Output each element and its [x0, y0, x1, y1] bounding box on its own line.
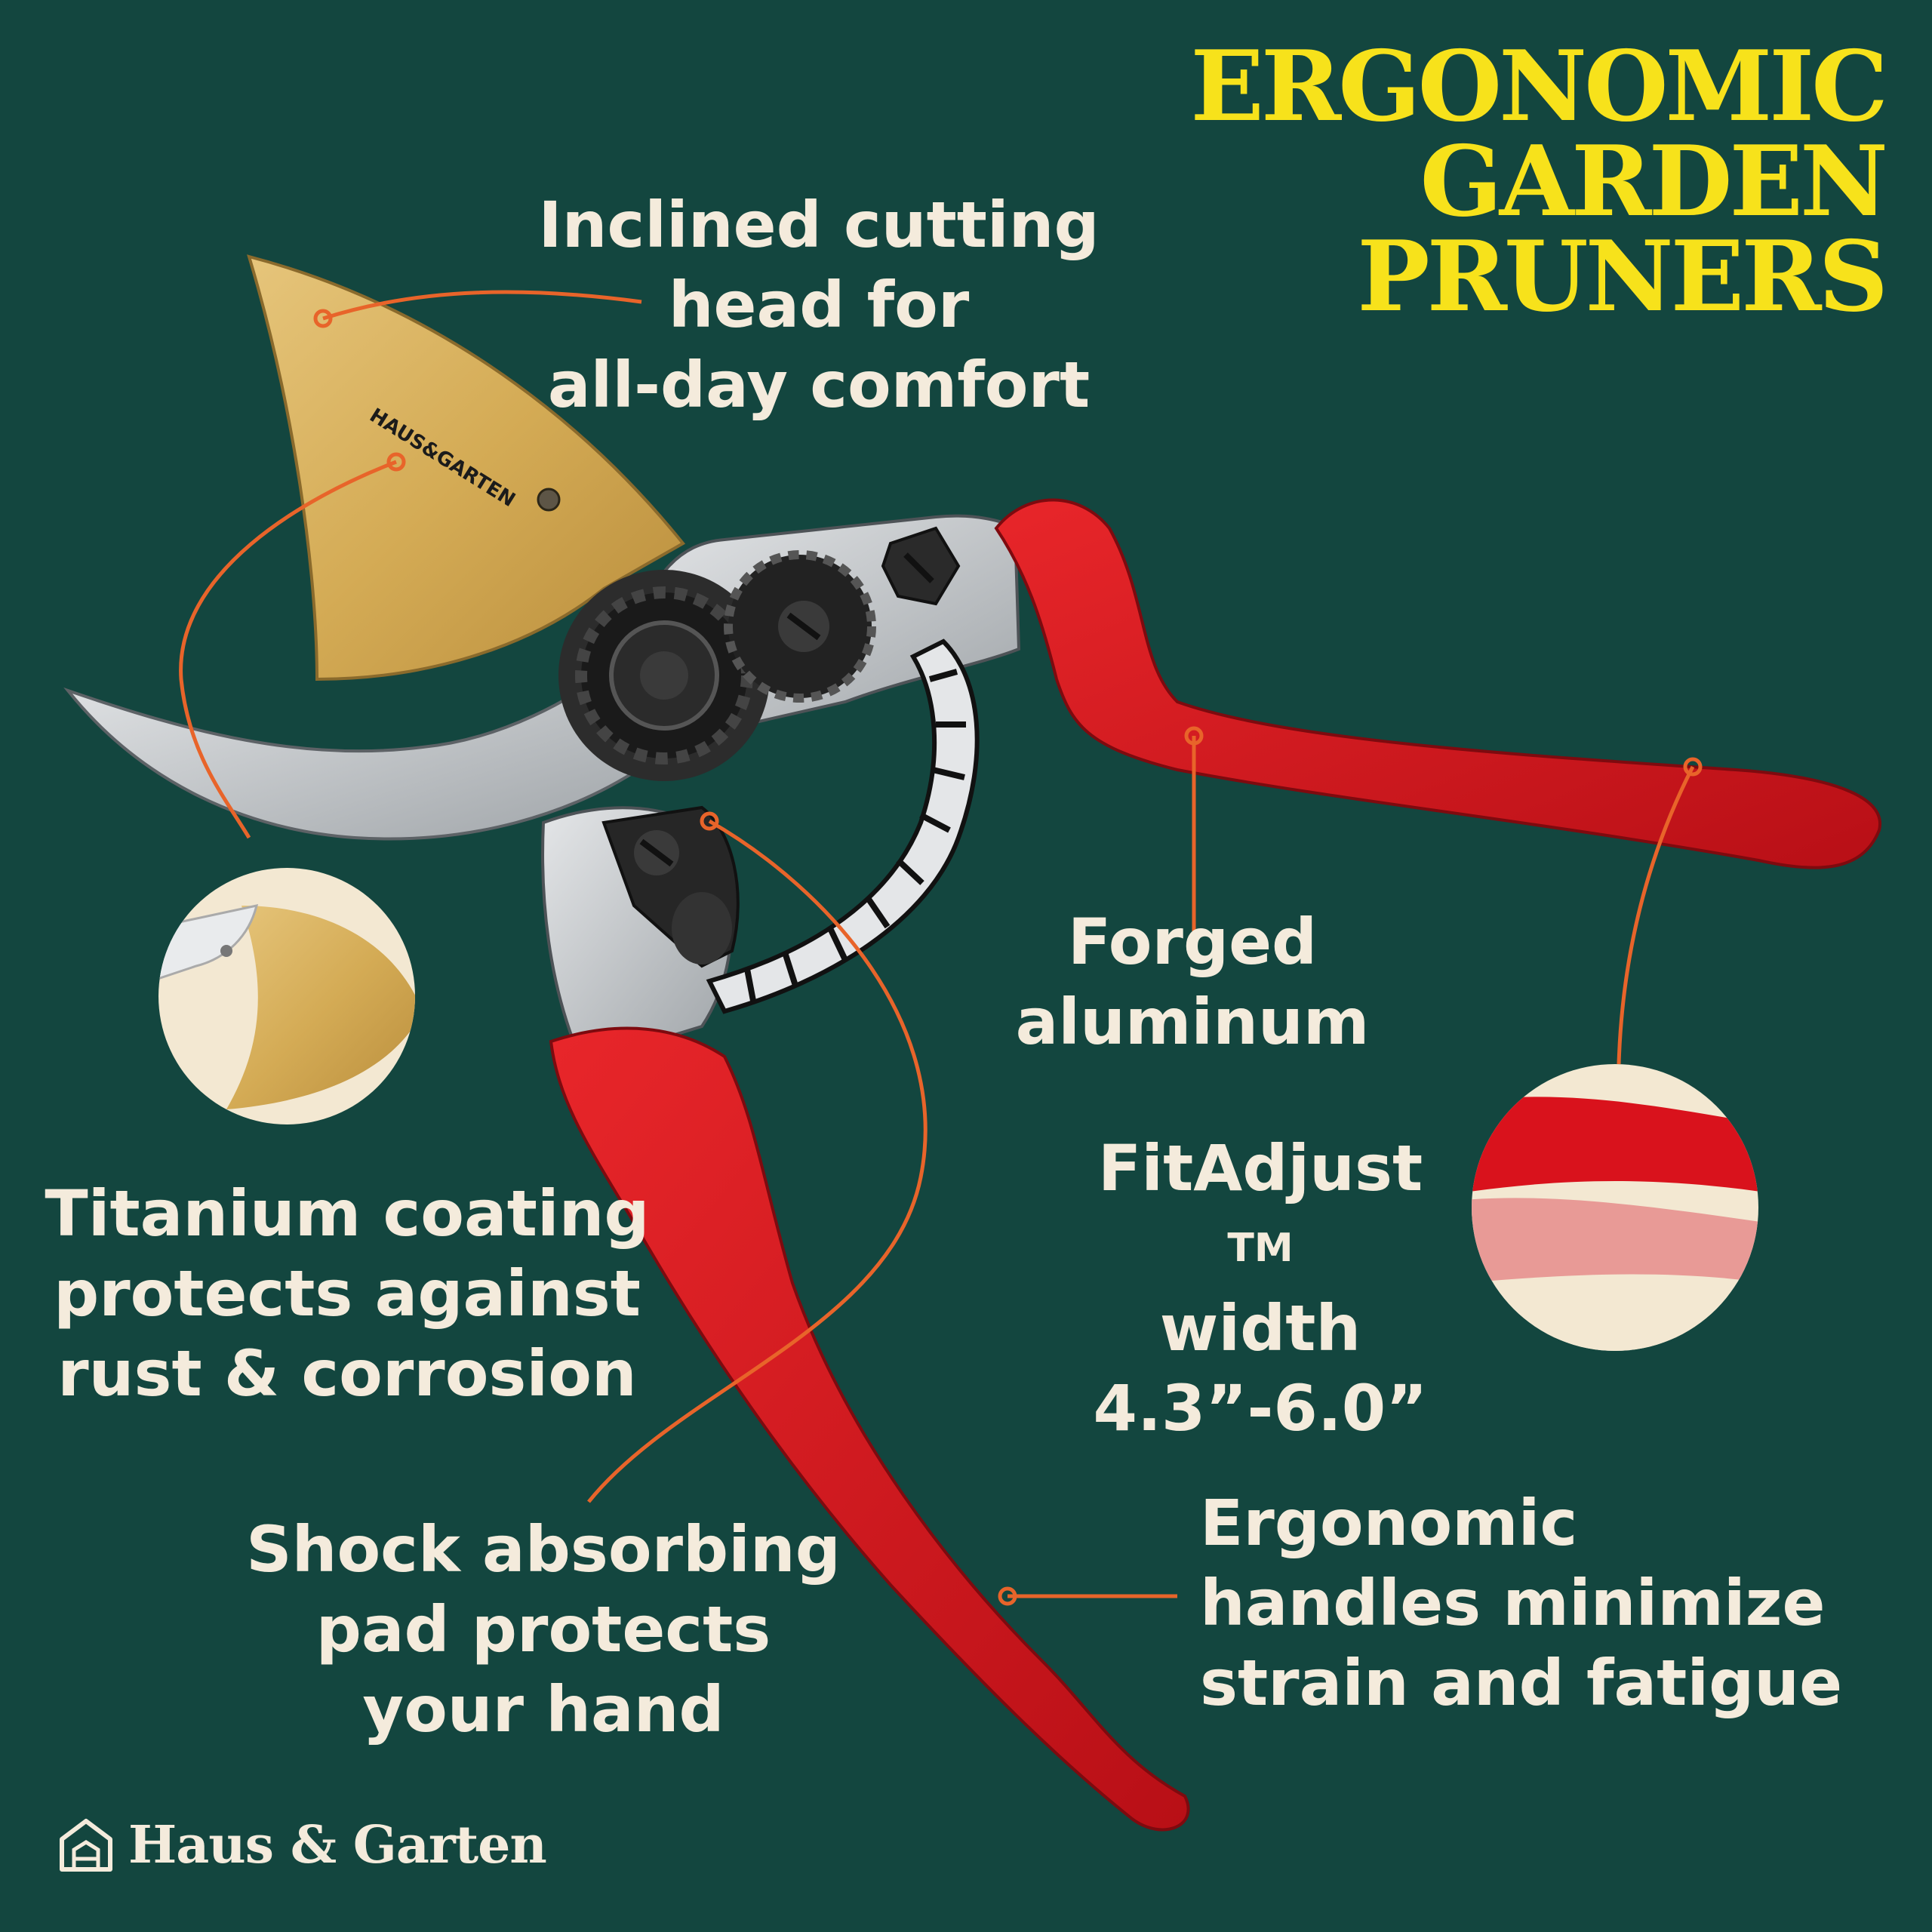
title-line-2: GARDEN — [1420, 125, 1888, 238]
callout-handles-line-2: handles minimize — [1200, 1566, 1826, 1640]
brand-logo: Haus & Garten — [57, 1811, 547, 1879]
callout-titanium-line-2: protects against — [54, 1257, 641, 1331]
titanium-detail-inset — [158, 868, 415, 1124]
callout-cutting-head-line-1: Inclined cutting — [538, 188, 1100, 262]
callout-shock-line-1: Shock absorbing — [246, 1512, 841, 1586]
callout-handles-line-3: strain and fatigue — [1200, 1646, 1843, 1720]
callout-shock-line-3: your hand — [362, 1672, 724, 1746]
callout-forged-line-2: aluminum — [1015, 985, 1370, 1059]
callout-ergonomic-handles: Ergonomic handles minimize strain and fa… — [1200, 1483, 1902, 1723]
brand-name: Haus & Garten — [128, 1815, 547, 1875]
callout-shock-line-2: pad protects — [315, 1592, 771, 1666]
callout-fitadjust-line-3: 4.3”-6.0” — [1093, 1371, 1428, 1445]
page-title: ERGONOMIC GARDEN PRUNERS — [1190, 30, 1888, 334]
callout-handles-line-1: Ergonomic — [1200, 1486, 1578, 1560]
upper-blade — [247, 254, 686, 681]
upper-handle — [994, 498, 1882, 869]
house-logo-icon — [60, 1819, 112, 1872]
title-line-3: PRUNERS — [1357, 220, 1888, 334]
callout-titanium-line-3: rust & corrosion — [57, 1337, 637, 1411]
callout-cutting-head-line-2: head for — [668, 268, 970, 342]
spring — [706, 638, 980, 1014]
callout-shock-pad: Shock absorbing pad protects your hand — [215, 1509, 872, 1749]
callout-cutting-head: Inclined cutting head for all-day comfor… — [532, 185, 1106, 425]
trademark-mark: TM — [1227, 1226, 1294, 1271]
callout-forged-aluminum: Forged aluminum — [996, 902, 1389, 1062]
title-line-1: ERGONOMIC — [1190, 30, 1888, 143]
lower-handle — [549, 1026, 1190, 1832]
leader-lines — [179, 290, 1695, 1598]
fitadjust-name: FitAdjust — [1097, 1131, 1423, 1205]
callout-cutting-head-line-3: all-day comfort — [547, 348, 1091, 422]
callout-forged-line-1: Forged — [1067, 905, 1318, 979]
callout-titanium: Titanium coating protects against rust &… — [23, 1174, 672, 1414]
leader-dots — [313, 309, 1703, 1606]
fitadjust-detail-inset — [1472, 1064, 1758, 1351]
callout-fitadjust-line-2: width — [1159, 1291, 1361, 1365]
callout-titanium-line-1: Titanium coating — [45, 1177, 650, 1251]
gear-mechanism — [558, 526, 961, 968]
